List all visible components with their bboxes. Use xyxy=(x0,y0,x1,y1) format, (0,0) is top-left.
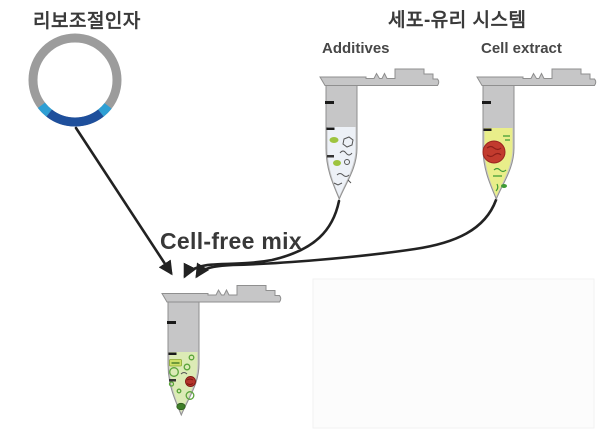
molecule-ring xyxy=(344,159,350,165)
graduation-mark xyxy=(326,127,335,130)
mix-tube xyxy=(161,285,282,417)
graduation-mark xyxy=(167,321,176,324)
green-ring xyxy=(176,388,182,394)
mix-contents xyxy=(168,354,196,411)
molecule-squiggle xyxy=(339,150,353,156)
plasmid-flank-right xyxy=(98,103,112,117)
additives-molecules xyxy=(329,136,354,186)
cell-free-mix-label: Cell-free mix xyxy=(160,228,302,254)
title-riboregulator: 리보조절인자 xyxy=(33,11,141,32)
additives-tube-lid xyxy=(319,68,440,86)
green-ring xyxy=(168,381,175,387)
cell-extract-label: Cell extract xyxy=(481,40,562,57)
plasmid-insert xyxy=(46,109,104,127)
red-blob-texture xyxy=(486,145,502,158)
green-strand xyxy=(495,183,499,192)
molecule-squiggle xyxy=(333,179,352,186)
cell-extract-tube-lid xyxy=(476,68,597,86)
molecule-squiggle xyxy=(336,173,350,177)
plasmid-flank-left xyxy=(37,102,52,117)
molecule-hexagon xyxy=(342,136,354,148)
green-blob xyxy=(329,137,339,143)
arrows xyxy=(74,126,498,279)
arrow-plasmid-to-mix xyxy=(74,126,173,276)
green-blob xyxy=(333,160,341,166)
arrow-additives-to-mix xyxy=(183,199,341,279)
green-ring xyxy=(169,367,179,377)
graduation-mark xyxy=(483,128,492,131)
ribosome-red-blob xyxy=(482,140,506,164)
molecule-squiggle xyxy=(180,372,188,375)
arrow-cellextract-to-mix xyxy=(195,198,498,279)
green-blob xyxy=(501,184,507,188)
green-ring xyxy=(188,354,195,361)
green-squiggle xyxy=(493,167,507,177)
dark-green-blob xyxy=(176,402,186,411)
graduation-mark xyxy=(168,352,177,355)
title-cell-free-system: 세포-유리 시스템 xyxy=(388,10,527,31)
graduation-mark xyxy=(169,379,176,382)
red-blob xyxy=(185,376,196,387)
plasmid-icon xyxy=(28,33,122,127)
additives-liquid xyxy=(327,127,356,197)
green-ring xyxy=(185,391,195,400)
mix-liquid xyxy=(169,352,198,413)
additives-tube xyxy=(319,68,440,201)
cell-extract-tube xyxy=(476,68,597,201)
red-blob-texture xyxy=(186,378,194,385)
additives-label: Additives xyxy=(322,40,390,57)
graduation-mark xyxy=(482,101,491,104)
graduation-mark xyxy=(325,101,334,104)
green-squiggle xyxy=(503,135,510,141)
graduation-mark xyxy=(327,155,334,158)
faint-panel xyxy=(312,278,595,429)
mix-tube-lid xyxy=(161,285,282,303)
cell-extract-contents xyxy=(482,135,510,192)
green-ring xyxy=(183,363,191,371)
